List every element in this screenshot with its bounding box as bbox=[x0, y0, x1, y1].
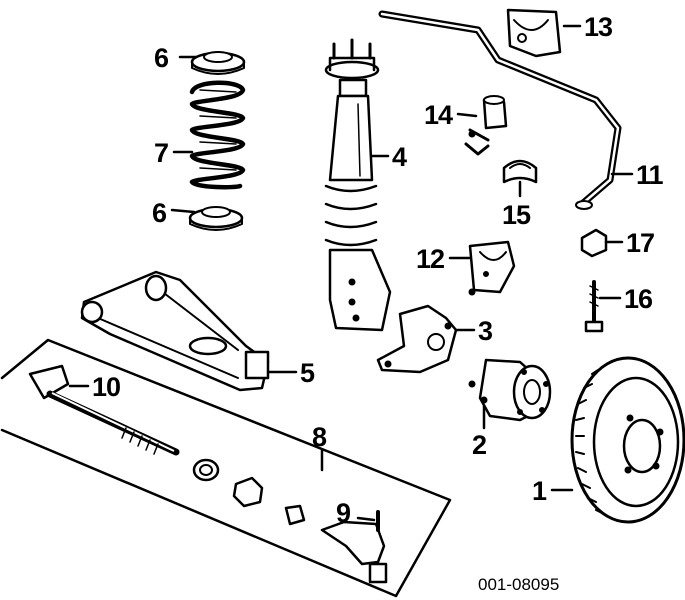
strut-assembly bbox=[324, 38, 392, 332]
lower-spring-seat bbox=[188, 206, 244, 231]
callout-6-upper: 6 bbox=[154, 43, 169, 73]
stabilizer-bushing bbox=[502, 159, 538, 184]
callout-17: 17 bbox=[626, 228, 654, 258]
inner-tie-rod bbox=[28, 364, 180, 456]
bushing-bracket bbox=[468, 240, 516, 296]
stabilizer-link bbox=[464, 95, 508, 156]
control-arm bbox=[80, 270, 270, 392]
bolt bbox=[584, 280, 604, 333]
stabilizer-bar bbox=[378, 10, 622, 210]
callout-1: 1 bbox=[532, 476, 547, 506]
callout-2: 2 bbox=[472, 430, 486, 460]
nut bbox=[580, 228, 608, 258]
callout-11: 11 bbox=[636, 160, 664, 190]
upper-spring-seat bbox=[190, 51, 246, 75]
leader-lines bbox=[68, 24, 634, 522]
callout-15: 15 bbox=[502, 200, 531, 230]
callout-13: 13 bbox=[584, 12, 613, 42]
callout-16: 16 bbox=[624, 284, 653, 314]
spacer bbox=[284, 504, 306, 526]
callout-6-lower: 6 bbox=[152, 198, 167, 228]
callout-12: 12 bbox=[416, 244, 444, 274]
stabilizer-bracket bbox=[506, 8, 562, 58]
callout-5: 5 bbox=[300, 358, 315, 388]
tie-rod-end bbox=[320, 510, 388, 584]
hub-bearing bbox=[468, 358, 552, 422]
tie-rod-kit-frame bbox=[0, 338, 452, 598]
callout-10: 10 bbox=[92, 372, 120, 402]
callout-9: 9 bbox=[336, 498, 351, 528]
diagram-reference-code: 001-08095 bbox=[478, 575, 559, 594]
boot-nut bbox=[232, 476, 264, 508]
clamp-ring bbox=[192, 458, 220, 482]
coil-spring bbox=[189, 80, 246, 190]
callout-3: 3 bbox=[478, 316, 493, 346]
callout-14: 14 bbox=[424, 100, 453, 130]
callout-7: 7 bbox=[154, 138, 168, 168]
callout-4: 4 bbox=[392, 142, 407, 172]
callout-8: 8 bbox=[312, 422, 327, 452]
knuckle bbox=[376, 304, 458, 374]
brake-drum bbox=[570, 356, 685, 524]
